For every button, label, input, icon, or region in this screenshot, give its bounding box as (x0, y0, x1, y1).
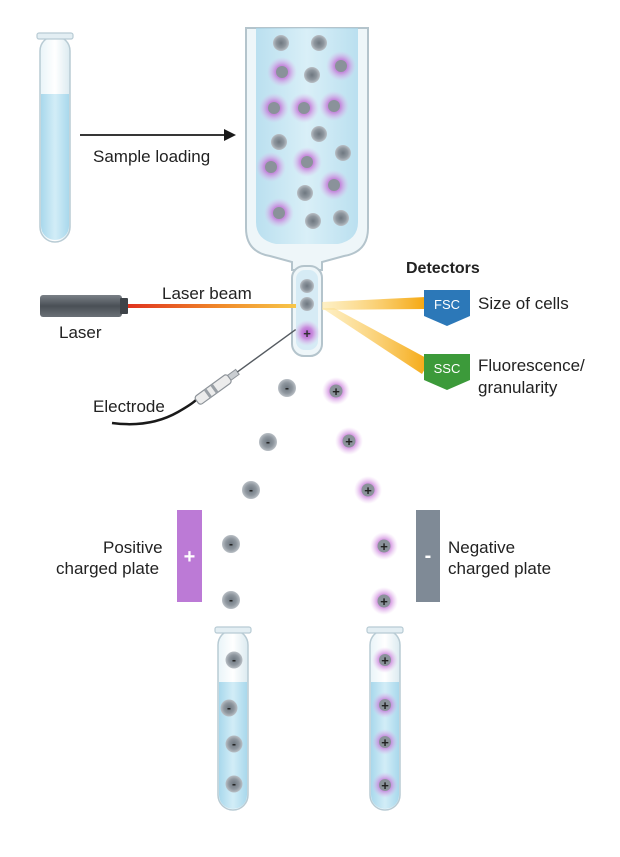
positive-plate-label-line1: Positive (103, 538, 163, 557)
charge-sign: - (266, 435, 270, 449)
fsc-detector: FSC (424, 290, 470, 326)
cell-grey (328, 179, 340, 191)
droplet-negative (278, 379, 296, 397)
charge-sign: + (303, 326, 311, 341)
charge-sign: - (229, 593, 233, 607)
collected-negative-cell (220, 699, 238, 717)
sample-loading-label: Sample loading (93, 147, 211, 166)
cell-grey (300, 279, 314, 293)
cell-grey (328, 100, 340, 112)
right-collection-tube-icon: + + + + (366, 626, 404, 811)
collected-negative-cell (225, 735, 243, 753)
charge-sign: - (249, 483, 253, 497)
negative-droplets: - - - - - (222, 379, 296, 609)
svg-text:-: - (227, 701, 231, 715)
droplet-negative (242, 481, 260, 499)
svg-text:+: + (381, 735, 389, 750)
charge-sign: + (364, 483, 372, 498)
cell-grey (301, 156, 313, 168)
svg-text:-: - (232, 653, 236, 667)
charge-sign: - (285, 381, 289, 395)
cell-grey (273, 207, 285, 219)
charge-sign: + (380, 539, 388, 554)
fsc-caption: Size of cells (478, 294, 569, 313)
positive-plate-label-line2: charged plate (56, 559, 160, 578)
cell-grey (271, 134, 287, 150)
electrode-needle-icon (111, 329, 297, 426)
cell-grey (335, 145, 351, 161)
ssc-badge-label: SSC (434, 361, 461, 376)
cell-grey (297, 185, 313, 201)
cell-grey (333, 210, 349, 226)
ssc-caption-line2: granularity (478, 378, 558, 397)
laser-beam (128, 297, 430, 374)
cell-grey (265, 161, 277, 173)
svg-text:+: + (381, 653, 389, 668)
laser-beam-label: Laser beam (162, 284, 252, 303)
svg-text:+: + (381, 698, 389, 713)
cell-grey (276, 66, 288, 78)
laser-label: Laser (59, 323, 102, 342)
droplet-negative (222, 591, 240, 609)
svg-text:+: + (381, 778, 389, 793)
cell-grey (335, 60, 347, 72)
collected-negative-cell (225, 651, 243, 669)
charge-sign: + (332, 384, 340, 399)
fsc-badge-label: FSC (434, 297, 460, 312)
charge-sign: - (229, 537, 233, 551)
cell-grey (273, 35, 289, 51)
negative-plate-label-line1: Negative (448, 538, 516, 557)
cell-grey (300, 297, 314, 311)
detectors-heading: Detectors (406, 260, 480, 277)
charge-sign: + (380, 594, 388, 609)
ssc-caption-line1: Fluorescence/ (478, 356, 585, 375)
negative-charged-plate: - (416, 510, 440, 602)
collected-negative-cell (225, 775, 243, 793)
sample-test-tube-icon (36, 32, 74, 243)
svg-text:-: - (232, 777, 236, 791)
positive-charged-plate: + (177, 510, 202, 602)
droplet-negative (259, 433, 277, 451)
negative-plate-label-line2: charged plate (448, 559, 552, 578)
cell-purple (294, 320, 320, 346)
ssc-detector: SSC (424, 354, 470, 390)
positive-plate-sign: + (184, 546, 196, 568)
cell-grey (305, 213, 321, 229)
electrode-label: Electrode (93, 397, 165, 416)
cell-grey (268, 102, 280, 114)
svg-text:-: - (232, 737, 236, 751)
negative-plate-sign: - (425, 545, 432, 567)
charge-sign: + (345, 434, 353, 449)
cell-grey (304, 67, 320, 83)
cell-grey (311, 35, 327, 51)
cell-grey (311, 126, 327, 142)
laser-device-icon (40, 295, 128, 317)
sample-loading-arrow (80, 129, 236, 141)
left-collection-tube-icon: - - - - (214, 626, 252, 811)
cell-grey (298, 102, 310, 114)
chamber-cells: + (256, 35, 356, 346)
droplet-negative (222, 535, 240, 553)
positive-droplets: + + + + + (322, 377, 398, 615)
